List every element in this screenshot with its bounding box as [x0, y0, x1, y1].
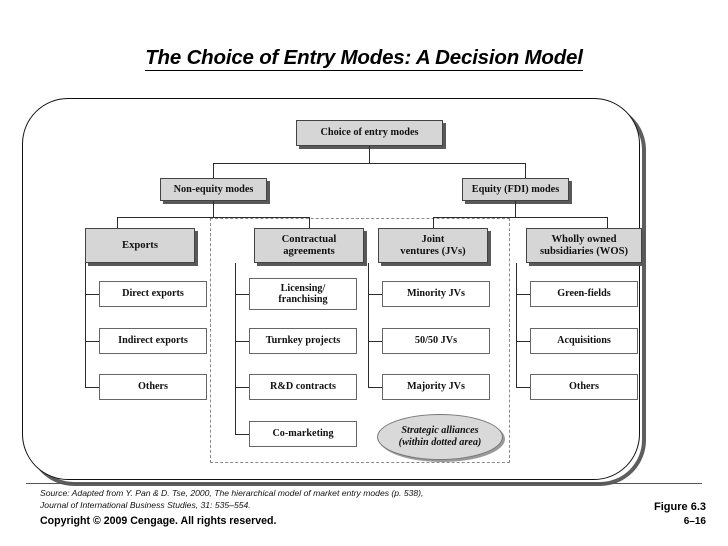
leaf-wos-others[interactable]: Others: [530, 374, 638, 400]
callout-line1: Strategic alliances: [401, 424, 479, 436]
connector-wos-drop: [607, 217, 609, 228]
connector-equity-stem: [515, 201, 517, 217]
node-joint-ventures[interactable]: Joint ventures (JVs): [378, 228, 488, 263]
node-label: Acquisitions: [557, 335, 611, 347]
leaf-licensing-franchising[interactable]: Licensing/ franchising: [249, 278, 357, 310]
connector-contractual-leaf-1: [235, 294, 250, 296]
source-note: Source: Adapted from Y. Pan & D. Tse, 20…: [40, 488, 424, 511]
connector-jv-leaf-3: [368, 387, 383, 389]
connector-equity-bar: [433, 217, 607, 219]
connector-level2-right-drop: [525, 163, 527, 178]
node-wholly-owned-subsidiaries[interactable]: Wholly owned subsidiaries (WOS): [526, 228, 642, 263]
footer-divider: [26, 483, 702, 485]
leaf-exports-others[interactable]: Others: [99, 374, 207, 400]
node-label: Others: [569, 381, 599, 393]
connector-contractual-leaf-4: [235, 434, 250, 436]
node-label: Turnkey projects: [265, 335, 341, 347]
connector-level2-bar: [213, 163, 525, 165]
node-label-line1: Wholly owned: [551, 233, 617, 245]
node-exports[interactable]: Exports: [85, 228, 195, 263]
connector-jv-leaf-2: [368, 341, 383, 343]
connector-jv-drop: [433, 217, 435, 228]
node-label: Wholly owned subsidiaries (WOS): [540, 234, 628, 258]
connector-wos-leaf-3: [516, 387, 531, 389]
slide-number: 6–16: [683, 515, 706, 527]
leaf-acquisitions[interactable]: Acquisitions: [530, 328, 638, 354]
leaf-co-marketing[interactable]: Co-marketing: [249, 421, 357, 447]
node-label: Co-marketing: [272, 428, 334, 440]
connector-contractual-leaf-2: [235, 341, 250, 343]
node-label: Minority JVs: [406, 288, 465, 300]
node-label: Licensing/ franchising: [278, 283, 327, 306]
connector-nonequity-bar: [117, 217, 310, 219]
connector-exports-drop: [117, 217, 119, 228]
connector-wos-leaf-1: [516, 294, 531, 296]
connector-exports-spine: [85, 263, 87, 388]
leaf-turnkey-projects[interactable]: Turnkey projects: [249, 328, 357, 354]
connector-jv-leaf-1: [368, 294, 383, 296]
node-label-line1: Joint: [421, 233, 445, 245]
figure-caption: Figure 6.3 6–16: [654, 500, 706, 528]
node-label: 50/50 JVs: [414, 335, 458, 347]
node-label-line2: franchising: [278, 294, 328, 305]
connector-contractual-spine: [235, 263, 237, 435]
node-label: R&D contracts: [270, 381, 336, 393]
copyright-notice: Copyright © 2009 Cengage. All rights res…: [40, 515, 277, 527]
connector-exports-leaf-2: [85, 341, 100, 343]
connector-contractual-drop: [309, 217, 311, 228]
node-label: Others: [138, 381, 168, 393]
node-label: Equity (FDI) modes: [471, 183, 560, 195]
node-equity-fdi-modes[interactable]: Equity (FDI) modes: [462, 178, 569, 201]
figure-label: Figure 6.3: [654, 501, 706, 513]
node-choice-of-entry-modes[interactable]: Choice of entry modes: [296, 120, 443, 146]
connector-wos-leaf-2: [516, 341, 531, 343]
diagram-canvas: Choice of entry modes Non-equity modes E…: [22, 98, 642, 480]
node-label-line1: Contractual: [281, 233, 337, 245]
connector-level2-left-drop: [213, 163, 215, 178]
callout-line2: (within dotted area): [398, 437, 482, 448]
connector-contractual-leaf-3: [235, 387, 250, 389]
leaf-indirect-exports[interactable]: Indirect exports: [99, 328, 207, 354]
leaf-green-fields[interactable]: Green-fields: [530, 281, 638, 307]
node-label-line2: agreements: [283, 245, 335, 257]
connector-exports-leaf-1: [85, 294, 100, 296]
node-label: Non-equity modes: [173, 183, 254, 195]
connector-jv-spine: [368, 263, 370, 388]
callout-strategic-alliances: Strategic alliances (within dotted area): [377, 414, 503, 460]
node-label: Majority JVs: [407, 381, 465, 393]
strategic-alliance-dashed-region: [210, 218, 510, 463]
leaf-majority-jvs[interactable]: Majority JVs: [382, 374, 490, 400]
leaf-direct-exports[interactable]: Direct exports: [99, 281, 207, 307]
node-label: Joint ventures (JVs): [400, 234, 465, 258]
node-label-line1: Licensing/: [280, 282, 326, 294]
node-label-line2: subsidiaries (WOS): [539, 245, 628, 257]
node-label: Exports: [122, 239, 158, 251]
node-label-line2: ventures (JVs): [400, 245, 466, 257]
node-label: Contractual agreements: [282, 234, 337, 258]
connector-root-stem: [369, 146, 371, 163]
node-non-equity-modes[interactable]: Non-equity modes: [160, 178, 267, 201]
page-title-text: The Choice of Entry Modes: A Decision Mo…: [145, 46, 583, 71]
leaf-5050-jvs[interactable]: 50/50 JVs: [382, 328, 490, 354]
node-label: Green-fields: [557, 288, 611, 300]
leaf-rd-contracts[interactable]: R&D contracts: [249, 374, 357, 400]
leaf-minority-jvs[interactable]: Minority JVs: [382, 281, 490, 307]
node-label: Indirect exports: [118, 335, 188, 347]
node-label: Choice of entry modes: [320, 127, 419, 139]
connector-exports-leaf-3: [85, 387, 100, 389]
node-label: Direct exports: [122, 288, 184, 300]
node-contractual-agreements[interactable]: Contractual agreements: [254, 228, 364, 263]
connector-nonequity-stem: [213, 201, 215, 217]
connector-wos-spine: [516, 263, 518, 388]
page-title: The Choice of Entry Modes: A Decision Mo…: [0, 46, 728, 71]
